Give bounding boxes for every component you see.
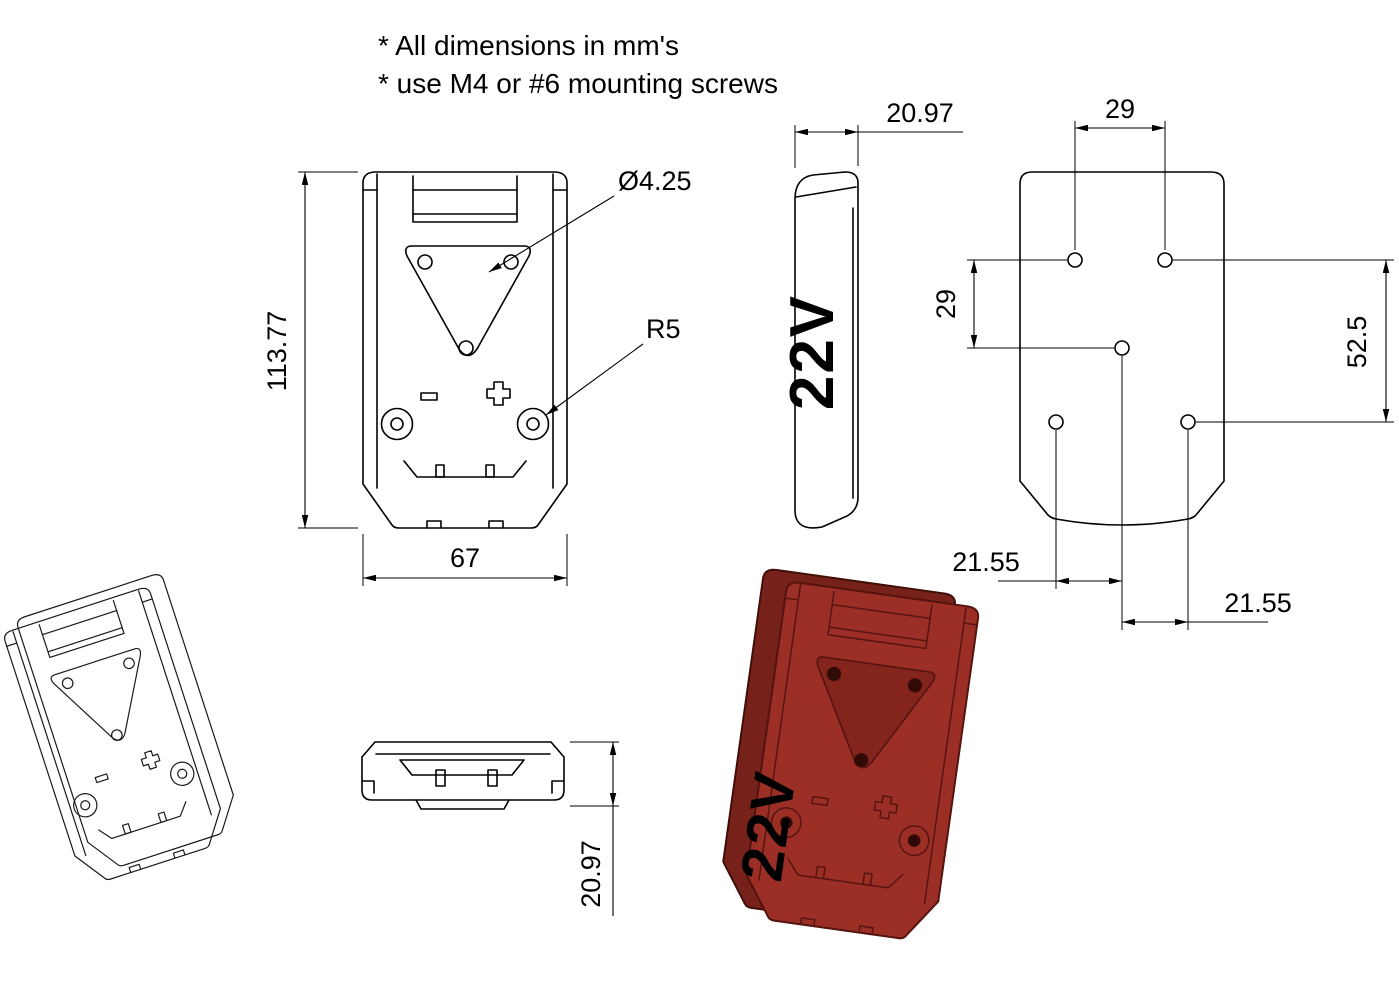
side-engraving-22v: 22V [778, 294, 847, 410]
dim-back-top-spacing: 29 [1074, 94, 1166, 250]
front-view [363, 172, 567, 528]
dim-front-height: 113.77 [262, 171, 358, 529]
bottom-view [361, 741, 565, 810]
dim-front-height-value: 113.77 [262, 311, 292, 392]
drawing-notes: * All dimensions in mm's * use M4 or #6 … [378, 30, 778, 99]
dim-back-offset-right-value: 21.55 [1224, 588, 1292, 618]
dim-back-vertical-span-value: 52.5 [1342, 316, 1372, 369]
dim-side-thickness-value: 20.97 [886, 98, 954, 128]
callout-hole-diameter-value: Ø4.25 [618, 166, 692, 196]
callout-fillet-radius-value: R5 [646, 314, 681, 344]
callout-hole-diameter: Ø4.25 [488, 166, 692, 273]
note-screws: * use M4 or #6 mounting screws [378, 68, 778, 99]
dim-front-width: 67 [362, 534, 568, 586]
dim-back-left-spacing-value: 29 [931, 289, 961, 319]
dim-back-vertical-span: 52.5 [1173, 259, 1394, 423]
dim-back-offset-right: 21.55 [1122, 430, 1292, 630]
render-engraving-22v: 22V [729, 767, 809, 885]
side-view: 22V [778, 171, 859, 529]
front-view-art [363, 172, 567, 528]
callout-fillet-radius: R5 [545, 314, 681, 416]
render-holes [780, 667, 922, 847]
dim-bottom-thickness-value: 20.97 [576, 840, 606, 908]
dim-back-left-spacing: 29 [931, 259, 1114, 349]
iso-wireframe-view [0, 571, 245, 887]
dim-back-offset-left-value: 21.55 [952, 547, 1020, 577]
rendered-view: 22V [716, 567, 981, 944]
dim-front-width-value: 67 [450, 543, 480, 573]
dim-back-top-spacing-value: 29 [1105, 94, 1135, 124]
note-units: * All dimensions in mm's [378, 30, 679, 61]
dim-side-thickness: 20.97 [794, 98, 963, 168]
dim-bottom-thickness: 20.97 [570, 741, 619, 916]
dim-back-offset-left: 21.55 [952, 356, 1123, 630]
